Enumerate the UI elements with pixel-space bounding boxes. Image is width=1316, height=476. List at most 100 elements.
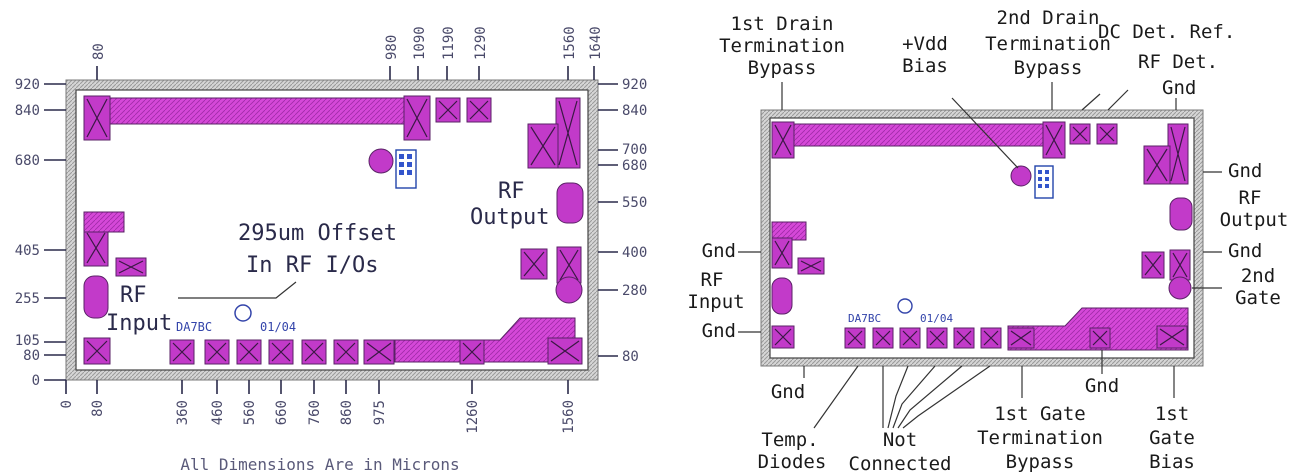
pad-cross-mark: [1144, 254, 1162, 276]
pad-cross-mark: [550, 340, 580, 362]
left-chip-rev: 01/04: [260, 320, 296, 334]
left-vdd-pad: [368, 148, 394, 174]
offset-note-leader: [178, 281, 297, 299]
rf-det-label: RF Det.: [1138, 51, 1218, 73]
pad-cross-mark: [902, 330, 918, 346]
dim-top-1560: 1560: [562, 26, 578, 60]
pad-cross-mark: [800, 260, 822, 272]
temp-diodes-line2: Diodes: [758, 451, 827, 473]
pad-cross-mark: [172, 342, 192, 362]
first-drain-line2: Termination: [719, 35, 845, 57]
pad-cross-mark: [86, 340, 108, 362]
right-side-dimension-labels: 920 840 700 680 550 400 280 80: [622, 77, 647, 365]
dim-top-980: 980: [384, 35, 400, 60]
left-bottom-dimension-labels: 0 80 360 460 560 660 760 860 975 1260 15…: [59, 400, 577, 434]
left-top-bus: [87, 97, 407, 125]
left-rf-input-line2: Input: [106, 311, 172, 336]
dim-bottom-1560: 1560: [561, 400, 577, 434]
pad-cross-mark: [774, 240, 790, 266]
vdd-line1: +Vdd: [902, 33, 948, 55]
dim-left-840: 840: [15, 103, 40, 119]
dim-right-550: 550: [622, 195, 647, 211]
left-detector-block: [395, 149, 417, 189]
right-top-pads: [771, 121, 1189, 185]
left-pad-405-bus: [83, 211, 125, 233]
left-logo-icon: [234, 304, 252, 322]
gnd-bottom-left-label: Gnd: [771, 381, 805, 403]
dim-right-280: 280: [622, 283, 647, 299]
pad-cross-mark: [1159, 328, 1185, 346]
dim-top-1640: 1640: [588, 26, 604, 60]
pad-cross-mark: [558, 100, 578, 166]
right-detector-cells: [1038, 170, 1049, 188]
left-rf-output-line1: RF: [498, 179, 525, 204]
dim-top-1090: 1090: [412, 26, 428, 60]
pad-cross-mark: [774, 328, 792, 346]
dim-top-1290: 1290: [473, 26, 489, 60]
second-drain-line2: Termination: [985, 33, 1111, 55]
pad-cross-mark: [523, 251, 545, 277]
gnd-bottom-right-label: Gnd: [1085, 375, 1119, 397]
rf-input-line1: RF: [701, 269, 724, 291]
pad-cross-mark: [1045, 124, 1063, 156]
left-chip-id: DA7BC: [176, 320, 212, 334]
right-side-dimension-ticks: [598, 83, 618, 357]
rf-output-line2: Output: [1220, 209, 1289, 231]
left-die-body: [75, 89, 589, 371]
left-bottom-dimension-ticks: [65, 380, 569, 394]
dim-right-80: 80: [622, 349, 639, 365]
dim-right-840: 840: [622, 103, 647, 119]
offset-note-line1: 295um Offset: [238, 221, 397, 246]
second-drain-line1: 2nd Drain: [997, 7, 1100, 29]
first-gate-bias-line3: Bias: [1149, 451, 1195, 473]
second-gate-line1: 2nd: [1241, 265, 1275, 287]
right-leader-lines: [738, 82, 1222, 429]
vdd-line2: Bias: [902, 55, 948, 77]
dim-right-680: 680: [622, 158, 647, 174]
pad-cross-mark: [304, 342, 324, 362]
pad-cross-mark: [239, 342, 259, 362]
right-top-bus: [775, 123, 1047, 147]
pad-cross-mark: [530, 126, 556, 166]
dim-left-680: 680: [15, 153, 40, 169]
gnd-right-lower-label: Gnd: [1228, 240, 1262, 262]
not-connected-line1: Not: [883, 429, 917, 451]
pad-cross-mark: [1072, 126, 1088, 142]
dim-bottom-760: 760: [307, 400, 323, 425]
second-gate-line2: Gate: [1235, 287, 1281, 309]
left-rf-in-pad: [83, 275, 109, 319]
dim-left-405: 405: [15, 243, 40, 259]
left-detector-cells: [399, 154, 412, 175]
dim-left-920: 920: [15, 77, 40, 93]
right-chip-rev: 01/04: [920, 312, 953, 325]
temp-diodes-line1: Temp.: [761, 429, 818, 451]
pad-cross-mark: [956, 330, 972, 346]
dim-right-400: 400: [622, 245, 647, 261]
pad-cross-mark: [1092, 330, 1108, 346]
pad-cross-mark: [86, 98, 108, 138]
pad-cross-mark: [1099, 126, 1115, 142]
right-vdd-pad: [1010, 165, 1032, 187]
left-die-drawing: DA7BC 01/04: [65, 79, 599, 381]
right-chip-id: DA7BC: [848, 312, 881, 325]
pad-cross-mark: [875, 330, 891, 346]
right-annotations: 1st Drain Termination Bypass +Vdd Bias 2…: [687, 7, 1288, 475]
pad-cross-mark: [1172, 252, 1188, 278]
pad-cross-mark: [983, 330, 999, 346]
dim-left-80: 80: [23, 348, 40, 364]
right-logo-icon: [897, 298, 913, 314]
first-drain-line1: 1st Drain: [731, 13, 834, 35]
pad-cross-mark: [86, 232, 106, 264]
dim-bottom-975: 975: [372, 400, 388, 425]
dim-bottom-460: 460: [210, 400, 226, 425]
gnd-top-right-label: Gnd: [1162, 77, 1196, 99]
dim-right-700: 700: [622, 142, 647, 158]
rf-input-line2: Input: [687, 291, 744, 313]
first-drain-line3: Bypass: [748, 57, 817, 79]
pad-cross-mark: [406, 98, 428, 138]
pad-cross-mark: [929, 330, 945, 346]
right-rf-in-pad: [771, 277, 793, 315]
dim-left-255: 255: [15, 291, 40, 307]
left-top-dimension-ticks: [96, 66, 595, 80]
